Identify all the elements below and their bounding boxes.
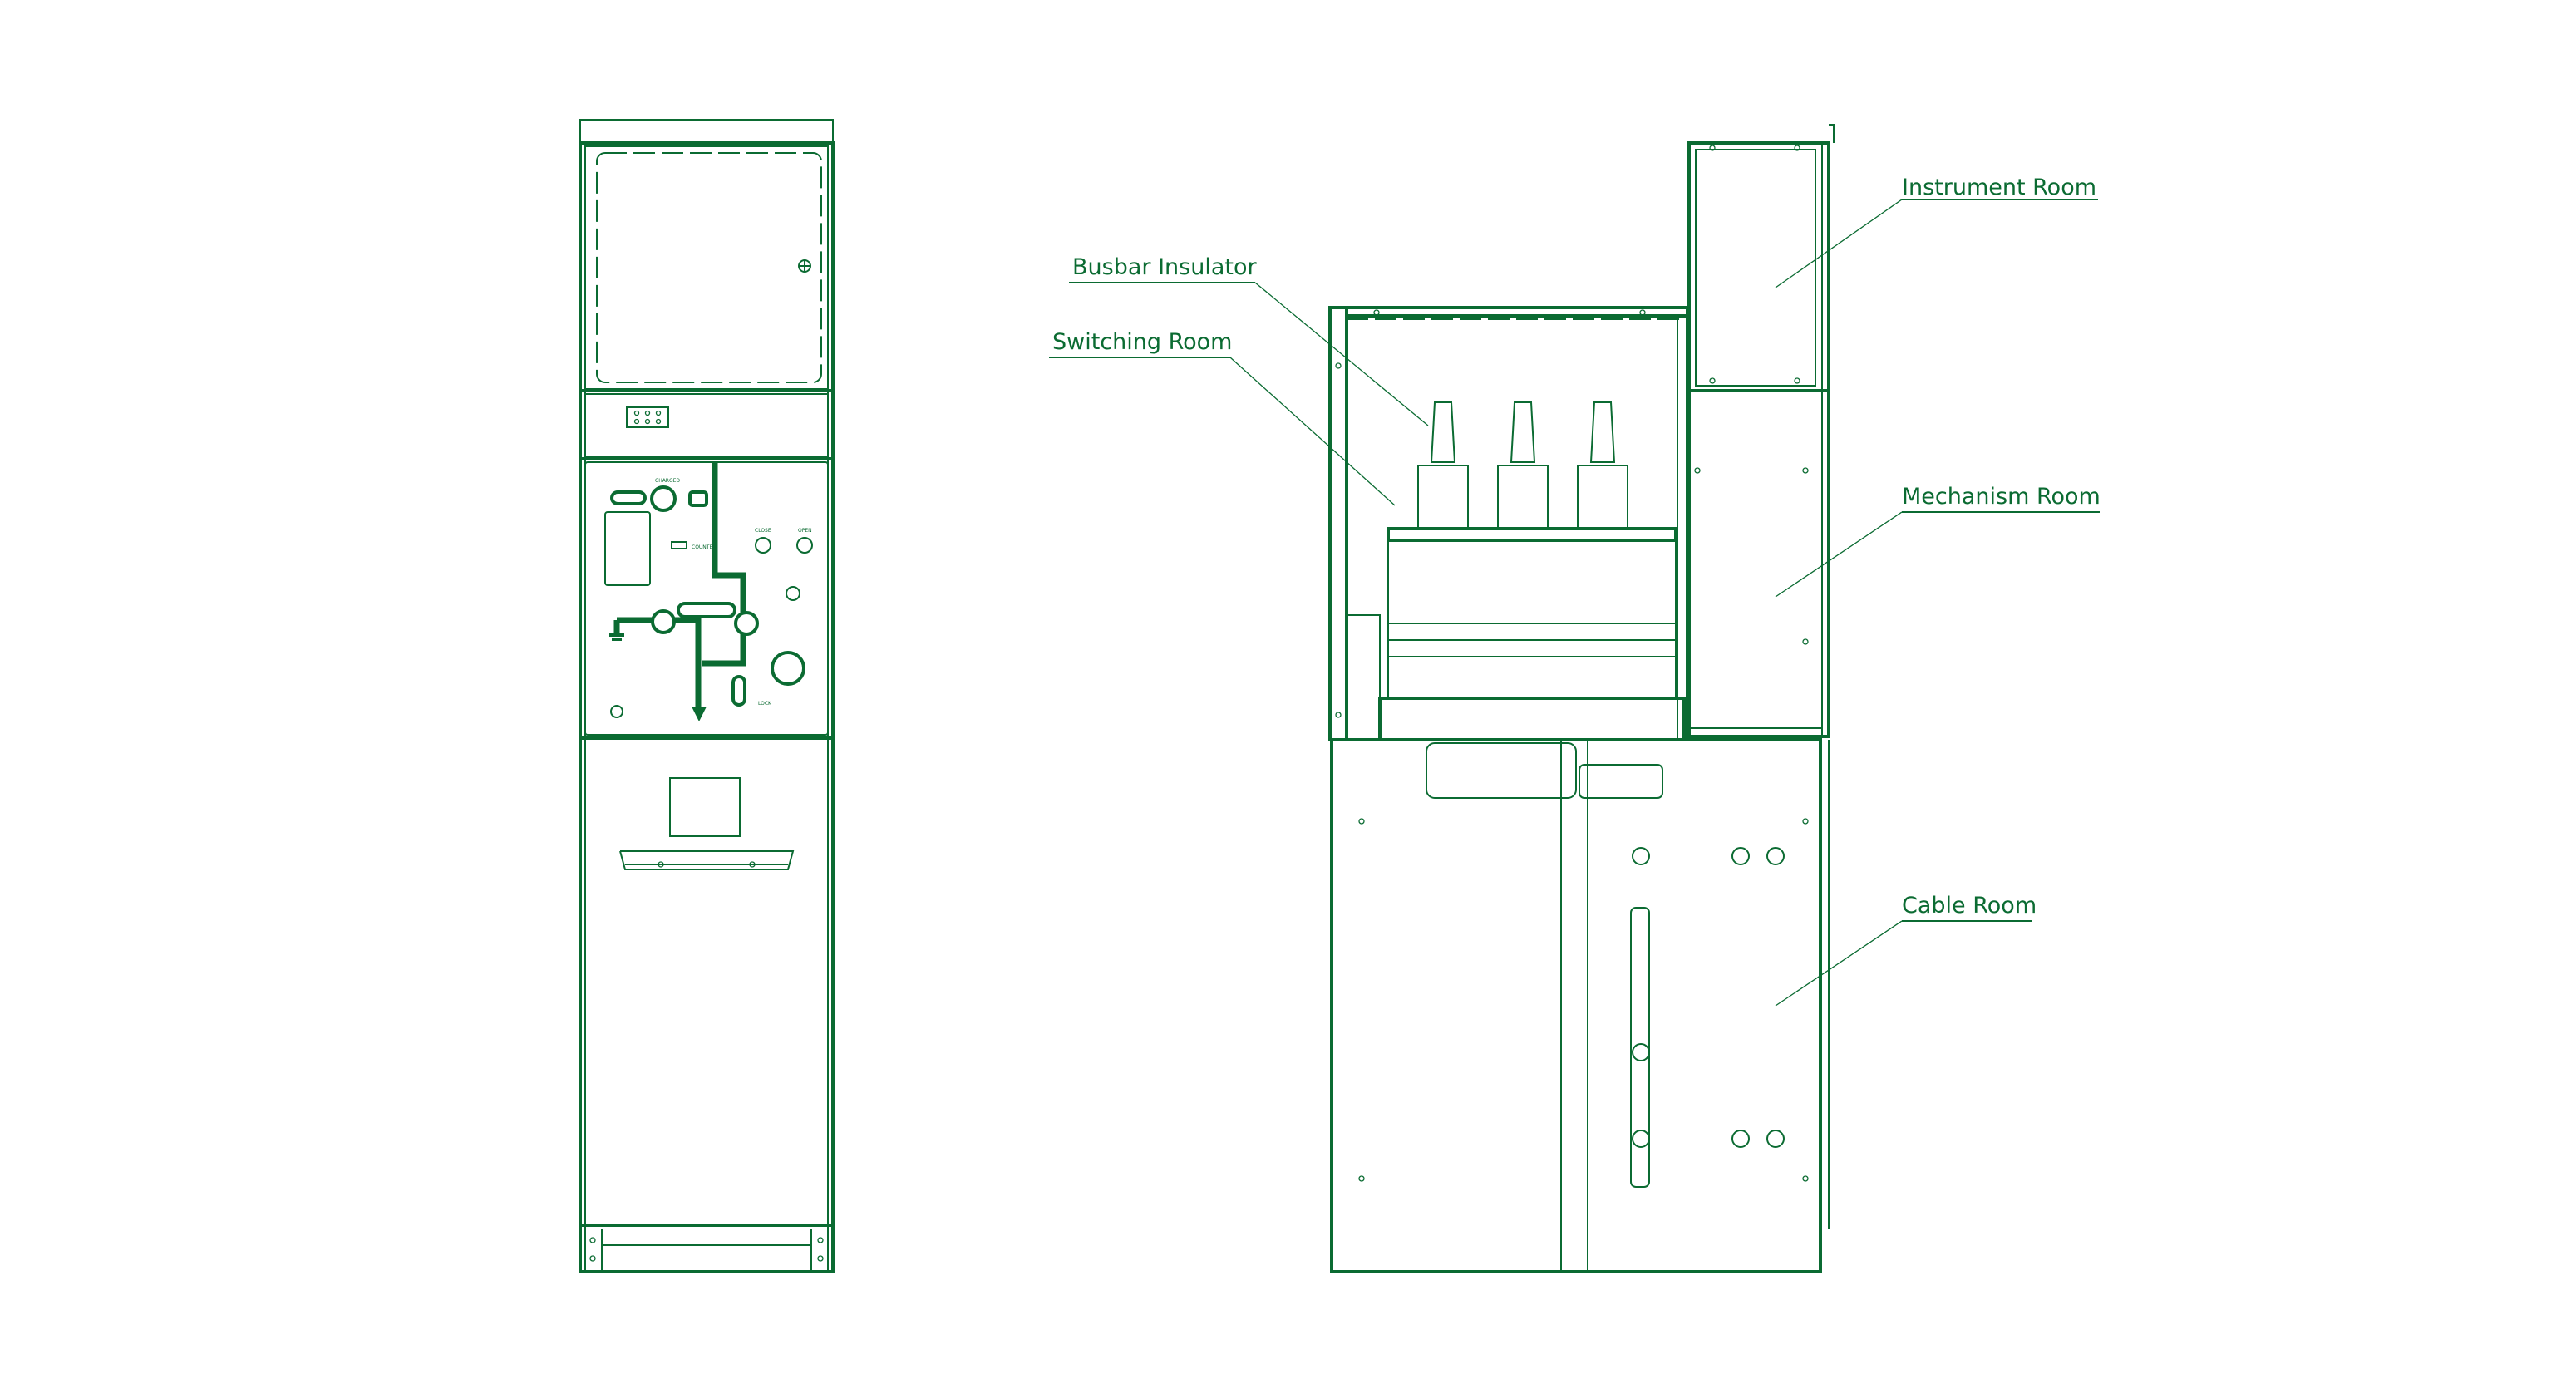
instrument-room [1687,124,1835,392]
cable-room [1330,738,1830,1273]
close-marking: CLOSE [755,528,771,534]
circuit-breaker [1346,527,1686,741]
busbar-insulators [1417,401,1628,529]
control-panel: CHARGED COUNTER CLOSE OPEN LOCK [584,461,829,736]
callout-busbar-insulator: Busbar Insulator [1069,254,1429,426]
callout-mechanism-room: Mechanism Room [1775,484,2101,598]
base-frame [589,1229,824,1272]
label-busbar-insulator: Busbar Insulator [1072,254,1257,280]
callout-instrument-room: Instrument Room [1775,175,2098,288]
callout-switching-room: Switching Room [1049,329,1396,506]
counter-marking: COUNTER [692,544,716,550]
cable-door [619,777,795,870]
callout-cable-room: Cable Room [1775,893,2037,1007]
open-marking: OPEN [798,528,812,534]
front-view-cabinet: CHARGED COUNTER CLOSE OPEN LOCK [579,119,835,1273]
terminal-band [584,393,829,458]
label-cable-room: Cable Room [1902,893,2037,918]
label-switching-room: Switching Room [1052,329,1233,355]
charged-marking: CHARGED [655,478,680,484]
label-mechanism-room: Mechanism Room [1902,484,2101,510]
mechanism-room [1687,389,1830,738]
switching-room [1328,306,1689,741]
side-section-cabinet [1328,124,1835,1273]
lock-marking: LOCK [758,701,772,707]
label-instrument-room: Instrument Room [1902,175,2096,200]
instrument-door [584,145,829,390]
